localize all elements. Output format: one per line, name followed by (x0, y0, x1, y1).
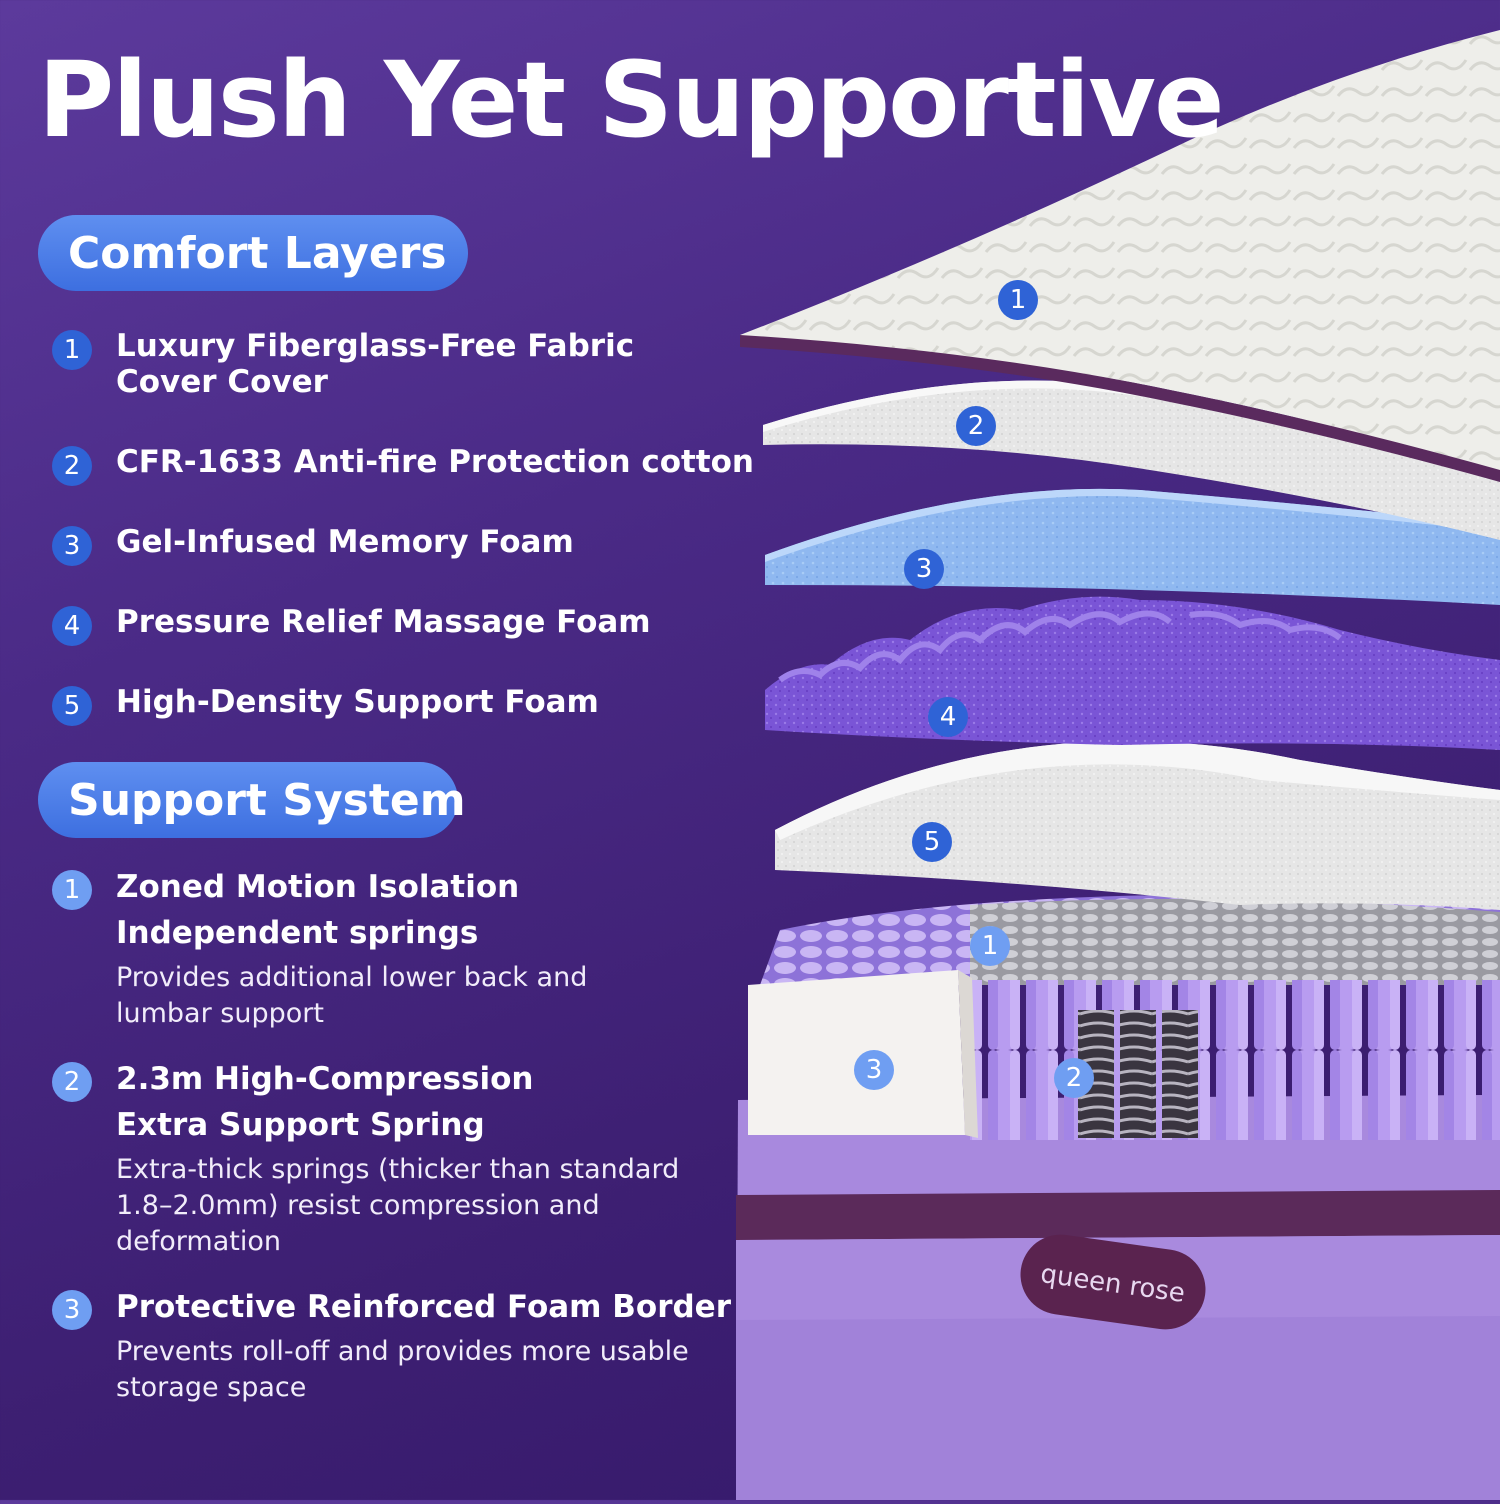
comfort-item-label: CFR-1633 Anti-fire Protection cotton (116, 444, 754, 480)
support-item-body: 2.3m High-Compression Extra Support Spri… (116, 1056, 756, 1260)
comfort-item-number: 5 (52, 686, 92, 726)
support-item-body: Protective Reinforced Foam Border Preven… (116, 1284, 756, 1406)
layer-marker-4: 4 (928, 697, 968, 737)
layer-marker-5: 5 (912, 822, 952, 862)
comfort-item-label: High-Density Support Foam (116, 684, 599, 720)
comfort-layers-heading-text: Comfort Layers (68, 227, 447, 279)
comfort-item-label: Gel-Infused Memory Foam (116, 524, 574, 560)
comfort-layers-heading: Comfort Layers (38, 215, 468, 291)
support-item-number: 2 (52, 1062, 92, 1102)
mattress-layers-illustration: queen rose 1 2 3 4 5 1 2 3 (720, 0, 1500, 1500)
layer-marker-2: 2 (956, 406, 996, 446)
comfort-item-number: 2 (52, 446, 92, 486)
comfort-item-number: 4 (52, 606, 92, 646)
support-item-label: 2.3m High-Compression Extra Support Spri… (116, 1061, 534, 1143)
support-item-description: Extra-thick springs (thicker than standa… (116, 1154, 680, 1257)
page-title: Plush Yet Supportive (38, 39, 1225, 161)
support-item-number: 1 (52, 870, 92, 910)
support-item-number: 3 (52, 1290, 92, 1330)
support-item-description: Prevents roll-off and provides more usab… (116, 1336, 689, 1403)
comfort-item-number: 3 (52, 526, 92, 566)
layer-marker-3: 3 (904, 549, 944, 589)
support-item-body: Zoned Motion Isolation Independent sprin… (116, 864, 756, 1032)
support-system-heading-text: Support System (68, 774, 466, 826)
support-system-heading: Support System (38, 762, 466, 838)
support-marker-3: 3 (854, 1050, 894, 1090)
support-marker-1: 1 (970, 926, 1010, 966)
comfort-item-number: 1 (52, 330, 92, 370)
support-item-description: Provides additional lower back and lumba… (116, 962, 588, 1029)
support-item-label: Zoned Motion Isolation Independent sprin… (116, 869, 520, 951)
comfort-item-label: Luxury Fiberglass-Free Fabric Cover Cove… (116, 328, 635, 400)
support-marker-2: 2 (1054, 1058, 1094, 1098)
support-item-label: Protective Reinforced Foam Border (116, 1289, 731, 1325)
layer-marker-1: 1 (998, 280, 1038, 320)
comfort-item-label: Pressure Relief Massage Foam (116, 604, 651, 640)
mattress-svg: queen rose (736, 30, 1500, 1500)
